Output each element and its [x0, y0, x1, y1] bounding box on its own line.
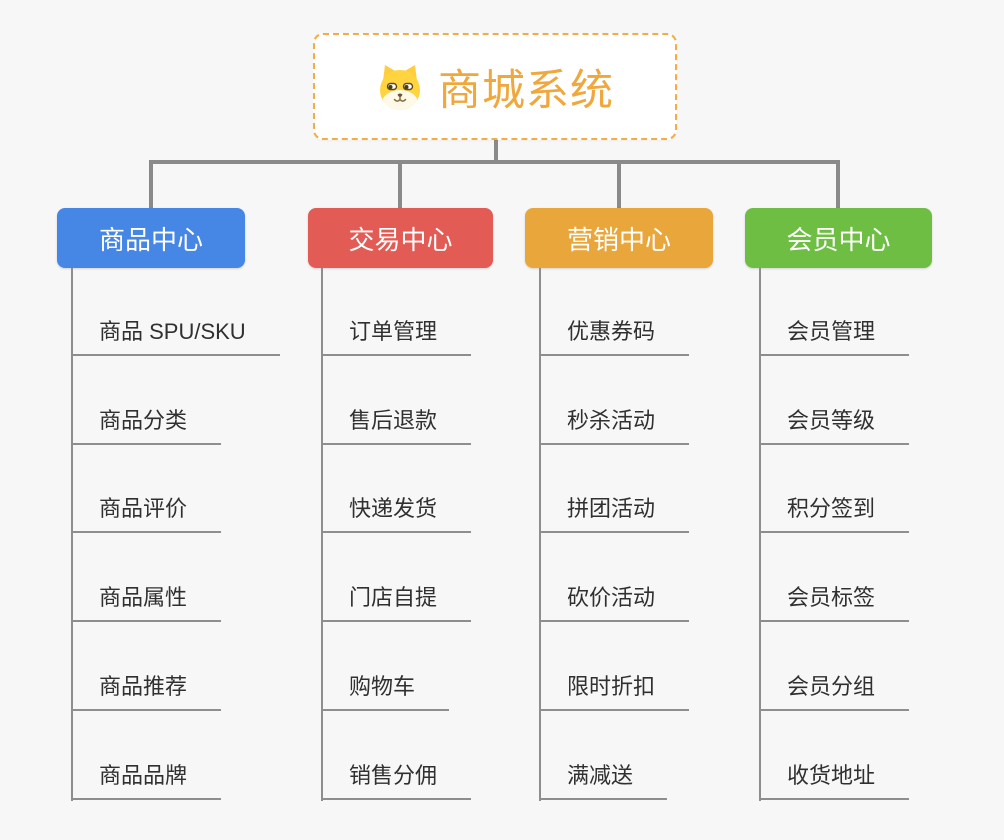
branch-label: 商品中心: [98, 224, 203, 255]
connector-root-drop: [494, 140, 498, 162]
node-item[interactable]: 优惠券码: [539, 317, 690, 356]
node-item[interactable]: 限时折扣: [539, 672, 690, 711]
node-item[interactable]: 会员管理: [759, 317, 910, 356]
node-item[interactable]: 门店自提: [321, 583, 472, 622]
connector-drop-trade: [398, 160, 402, 208]
node-item[interactable]: 会员标签: [759, 583, 910, 622]
node-item[interactable]: 商品品牌: [71, 761, 222, 800]
connector-bus: [150, 160, 840, 164]
branch-label: 会员中心: [786, 224, 891, 255]
node-item[interactable]: 积分签到: [759, 494, 910, 533]
trunk-marketing: [539, 268, 541, 801]
branch-label: 交易中心: [348, 224, 453, 255]
branch-label: 营销中心: [566, 224, 671, 255]
branch-marketing-center[interactable]: 营销中心: [525, 208, 713, 268]
trunk-member: [759, 268, 761, 801]
branch-product-center[interactable]: 商品中心: [57, 208, 245, 268]
node-item[interactable]: 销售分佣: [321, 761, 472, 800]
node-item[interactable]: 购物车: [321, 672, 450, 711]
node-item[interactable]: 商品属性: [71, 583, 222, 622]
node-item[interactable]: 商品分类: [71, 406, 222, 445]
node-item[interactable]: 快递发货: [321, 494, 472, 533]
node-item[interactable]: 售后退款: [321, 406, 472, 445]
node-item[interactable]: 收货地址: [759, 761, 910, 800]
dog-icon: [380, 64, 420, 110]
trunk-trade: [321, 268, 323, 801]
connector-drop-product: [149, 160, 153, 208]
node-item[interactable]: 拼团活动: [539, 494, 690, 533]
node-item[interactable]: 订单管理: [321, 317, 472, 356]
node-item[interactable]: 会员分组: [759, 672, 910, 711]
node-item[interactable]: 砍价活动: [539, 583, 690, 622]
root-title: 商城系统: [438, 66, 614, 115]
node-item[interactable]: 秒杀活动: [539, 406, 690, 445]
trunk-product: [71, 268, 73, 801]
node-item[interactable]: 满减送: [539, 761, 668, 800]
node-item[interactable]: 商品推荐: [71, 672, 222, 711]
root-node[interactable]: 商城系统: [313, 33, 677, 140]
node-item[interactable]: 商品评价: [71, 494, 222, 533]
branch-member-center[interactable]: 会员中心: [745, 208, 932, 268]
connector-drop-member: [836, 160, 840, 208]
branch-trade-center[interactable]: 交易中心: [308, 208, 493, 268]
node-item[interactable]: 商品 SPU/SKU: [71, 317, 280, 356]
node-item[interactable]: 会员等级: [759, 406, 910, 445]
connector-drop-marketing: [617, 160, 621, 208]
